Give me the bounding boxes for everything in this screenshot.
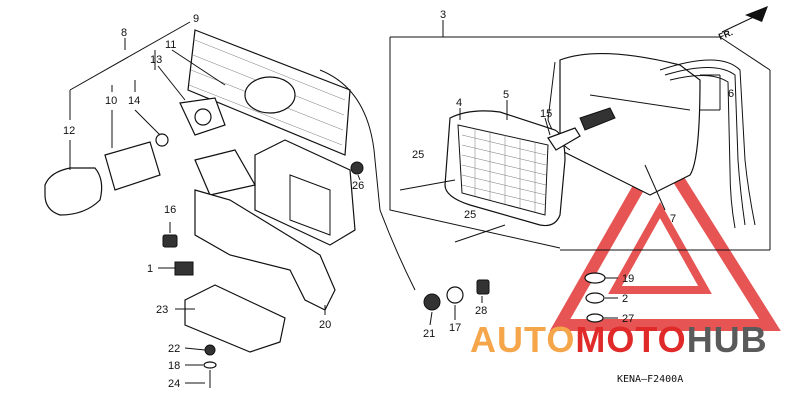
callout-28: 28 — [475, 305, 487, 317]
reflector-plate — [187, 29, 351, 156]
screw-25-lower — [454, 224, 506, 243]
callout-6: 6 — [728, 88, 734, 100]
nut-26 — [350, 161, 364, 175]
leader-lines — [69, 21, 721, 384]
callout-5: 5 — [503, 89, 509, 101]
license-wires — [319, 69, 416, 291]
wire-harness — [659, 59, 756, 229]
callout-26: 26 — [352, 180, 364, 192]
taillight-lens — [444, 110, 566, 227]
front-direction-arrow — [721, 6, 768, 33]
grommet-2 — [585, 292, 605, 304]
callout-24: 24 — [168, 378, 180, 390]
taillight-housing — [547, 52, 701, 196]
callout-11: 11 — [165, 39, 176, 51]
callout-16: 16 — [164, 204, 176, 216]
screw-25-upper — [399, 179, 456, 191]
bracket-20 — [194, 189, 336, 311]
grommet-21 — [423, 293, 441, 311]
bolt-1 — [174, 261, 194, 276]
callout-14: 14 — [128, 95, 140, 107]
callout-20: 20 — [319, 319, 331, 331]
callout-7: 7 — [670, 213, 676, 225]
watermark-text: AUTOMOTOHUB — [470, 319, 768, 360]
gasket — [194, 149, 256, 196]
lens-12 — [44, 167, 103, 216]
callout-15: 15 — [540, 108, 552, 120]
lens-10 — [104, 141, 161, 191]
callout-21: 21 — [423, 328, 435, 340]
nut-16 — [162, 234, 178, 248]
callout-23: 23 — [156, 304, 168, 316]
grommet-22 — [204, 344, 216, 356]
callout-25-upper: 25 — [412, 149, 424, 161]
callout-18: 18 — [168, 360, 180, 372]
bulb-15 — [547, 127, 581, 151]
bulb-14 — [155, 133, 169, 147]
callout-4: 4 — [456, 97, 462, 109]
callout-8: 8 — [121, 27, 127, 39]
assembly-3-bracket — [389, 37, 561, 249]
callout-17: 17 — [449, 322, 461, 334]
callout-27: 27 — [622, 313, 634, 325]
mudguard-23 — [184, 284, 286, 353]
callout-13: 13 — [150, 54, 162, 66]
washer-18 — [203, 361, 217, 369]
nut-28 — [476, 279, 490, 295]
callout-9: 9 — [193, 13, 199, 25]
callout-25-lower: 25 — [464, 209, 476, 221]
callout-3: 3 — [440, 9, 446, 21]
callout-19: 19 — [622, 273, 634, 285]
callout-1: 1 — [147, 263, 153, 275]
grommet-19 — [584, 272, 606, 284]
callout-2: 2 — [622, 293, 628, 305]
license-light-case — [254, 139, 356, 246]
callout-10: 10 — [105, 95, 117, 107]
callout-12: 12 — [63, 125, 75, 137]
front-label: FR. — [717, 27, 734, 42]
collar-17 — [446, 286, 464, 304]
diagram-code: KENA–F2400A — [617, 374, 683, 385]
socket-assembly — [579, 107, 616, 131]
callout-22: 22 — [168, 343, 180, 355]
